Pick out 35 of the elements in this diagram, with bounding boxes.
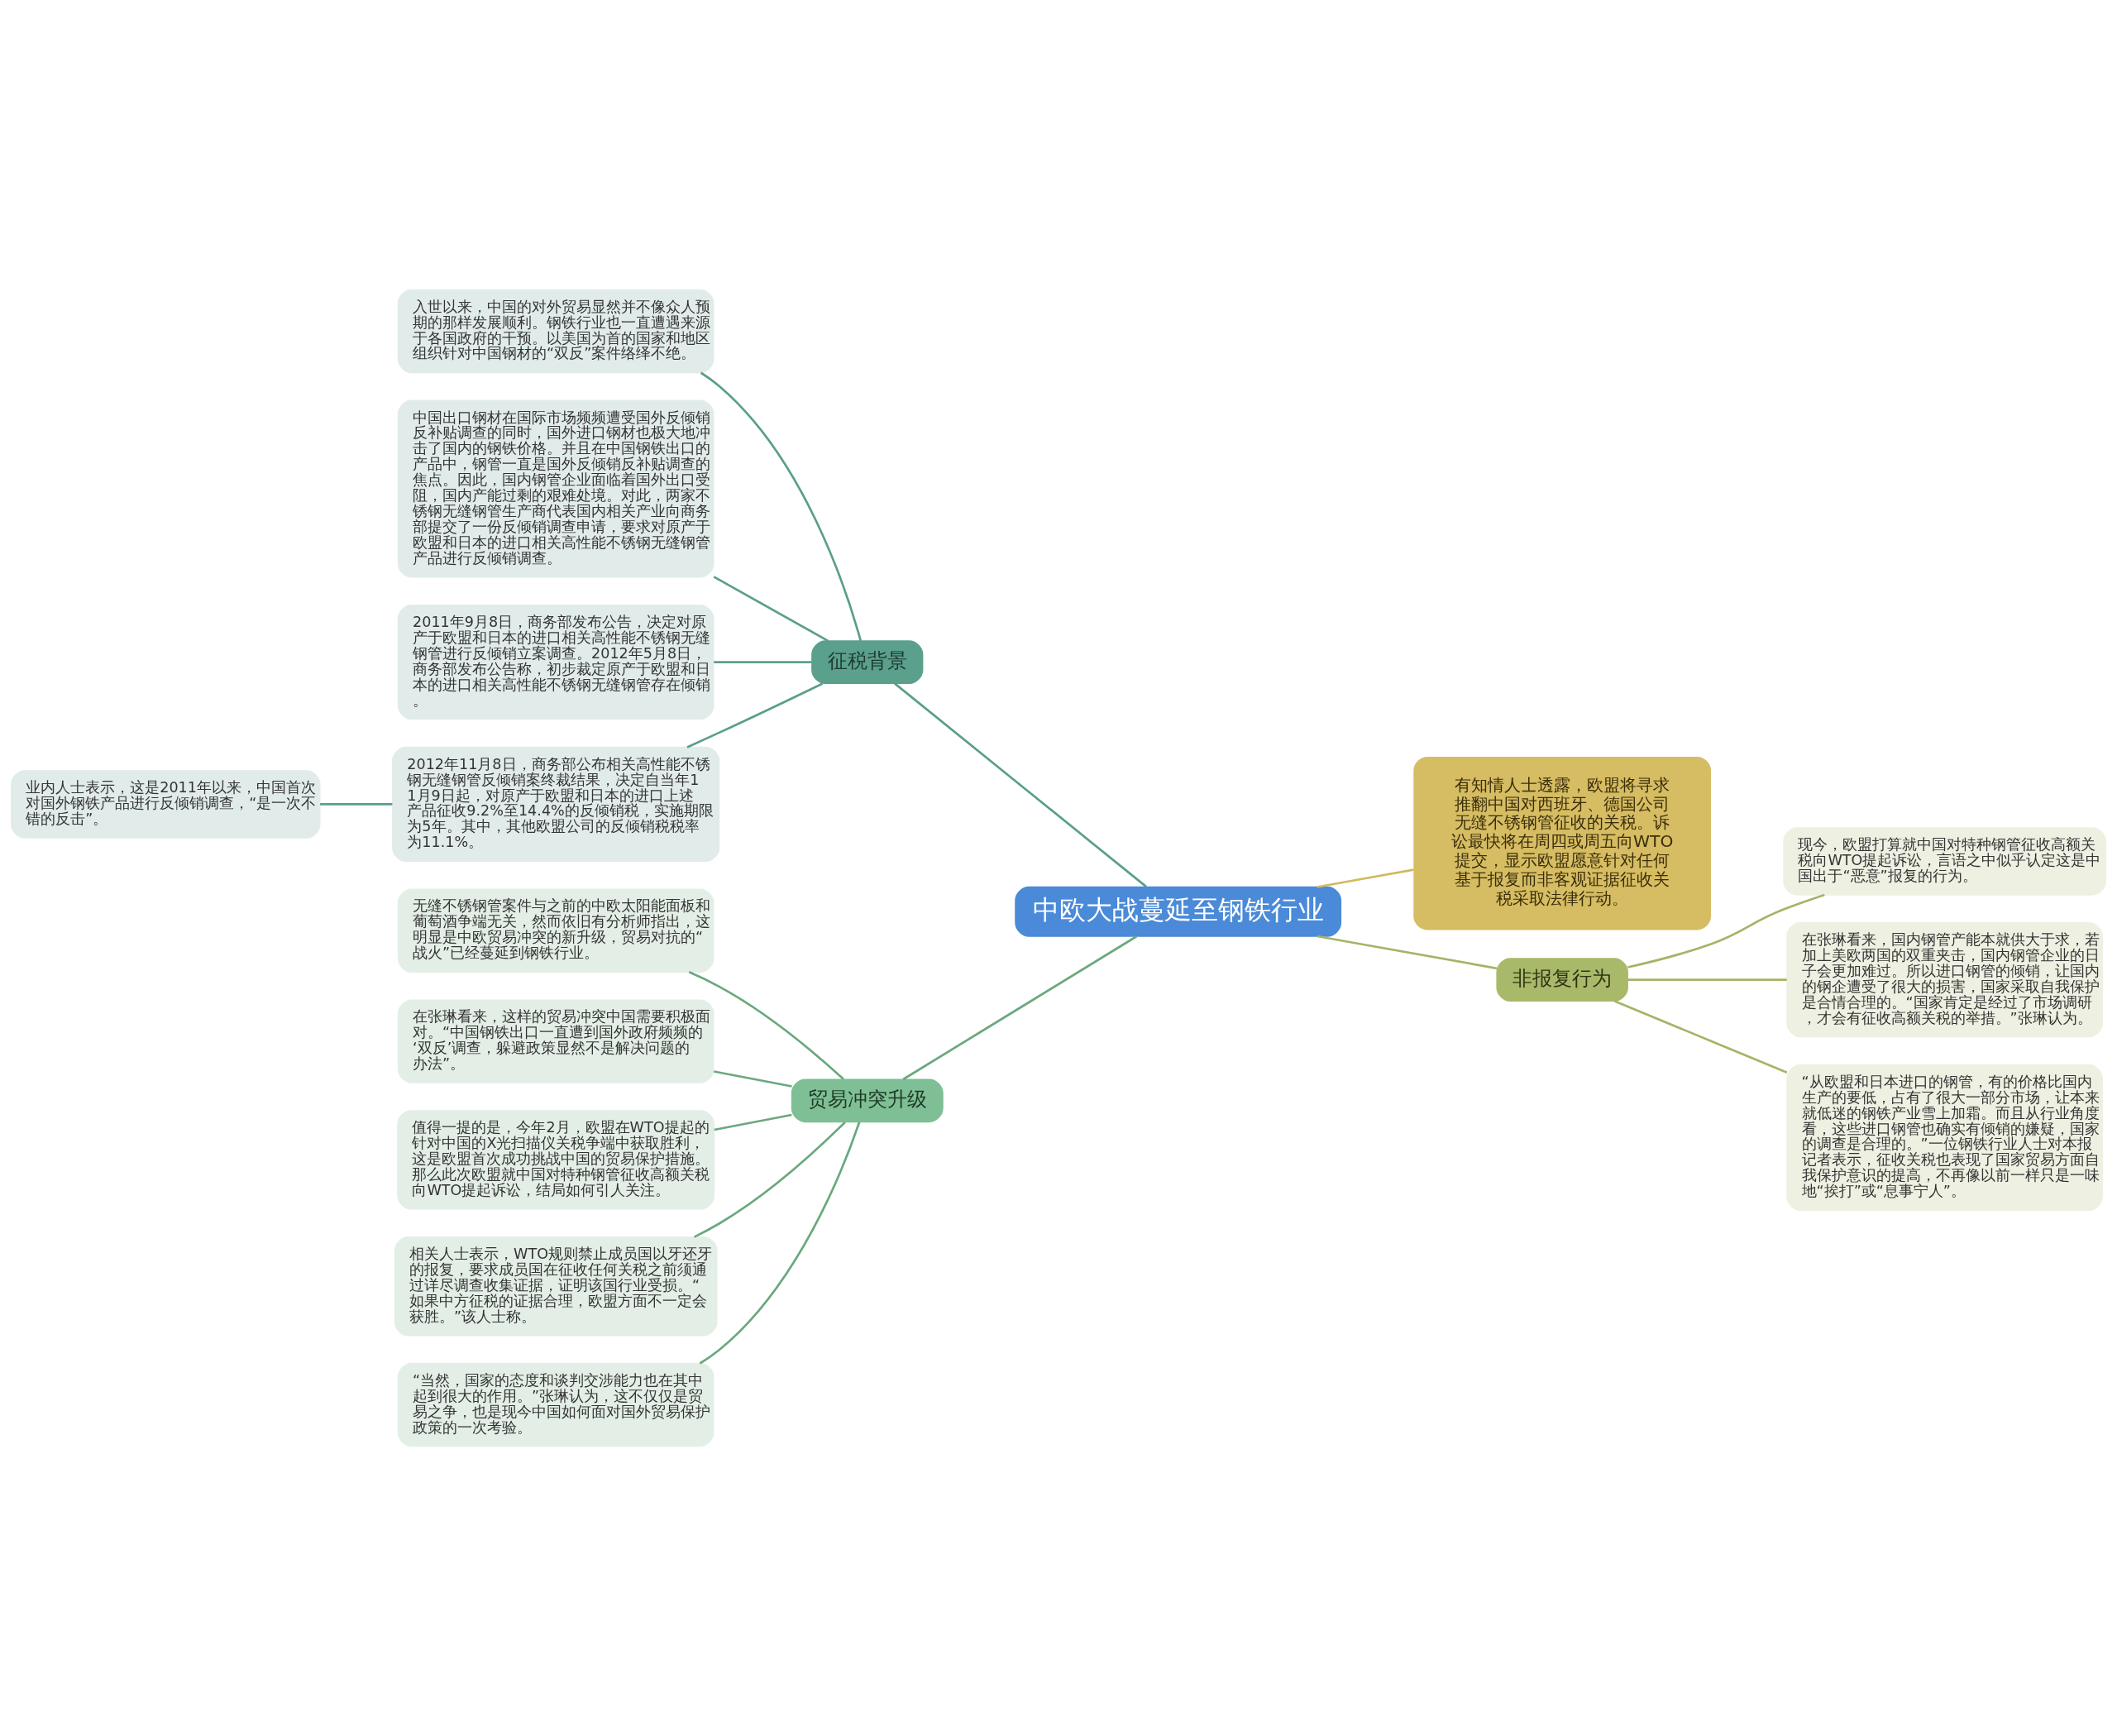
connector <box>1627 893 1825 968</box>
connector <box>894 682 1147 888</box>
connector <box>1614 1000 1788 1074</box>
node-box: 征税背景 <box>811 640 924 685</box>
node-box: 业内人士表示，这是2011年以来，中国首次对国外钢铁产品进行反倾销调查，“是一次不错的反击”。 <box>11 770 321 839</box>
connector <box>320 803 393 806</box>
connector <box>902 935 1138 1081</box>
node-box: “从欧盟和日本进口的钢管，有的价格比国内生产的要低，占有了很大一部分市场，让本来就低迷的钢铁产业雪上加霜。而且从行业角度看，这些进口钢管也确实有倾销的嫌疑，国家的调查是合理的。”一位钢铁行业人士对本报记者表示，征收关税也表现了国家贸易方面自我保护意识的提高，不再像以前一样只是一味地“挨打”或“息事宁人”。 <box>1786 1064 2103 1211</box>
node-box: 在张琳看来，这样的贸易冲突中国需要积极面对。“中国钢铁出口一直遭到国外政府频频的‘双反’调查，躲避政策显然不是解决问题的办法”。 <box>397 999 714 1083</box>
connector <box>1317 935 1498 970</box>
connector <box>686 682 824 748</box>
node-box: 有知情人士透露，欧盟将寻求推翻中国对西班牙、德国公司无缝不锈钢管征收的关税。诉讼最快将在周四或周五向WTO提交，显示欧盟愿意针对任何基于报复而非客观证据征收关税采取法律行动。 <box>1413 756 1711 930</box>
node-box: 贸易冲突升级 <box>791 1078 944 1123</box>
connector <box>713 576 829 642</box>
node-box: 入世以来，中国的对外贸易显然并不像众人预期的那样发展顺利。钢铁行业也一直遭遇来源于各国政府的干预。以美国为首的国家和地区组织针对中国钢材的“双反”案件络绎不绝。 <box>397 289 714 374</box>
connector <box>688 971 844 1080</box>
connector <box>713 1070 792 1088</box>
node-box: “当然，国家的态度和谈判交涉能力也在其中起到很大的作用。”张琳认为，这不仅仅是贸易之争，也是现今中国如何面对国外贸易保护政策的一次考验。 <box>397 1362 714 1447</box>
node-box: 值得一提的是，今年2月，欧盟在WTO提起的针对中国的X光扫描仪关税争端中获取胜利，这是欧盟首次成功挑战中国的贸易保护措施。那么此次欧盟就中国对特种钢管征收高额关税向WTO提起诉讼，结局如何引人关注。 <box>397 1110 715 1210</box>
connector <box>714 1113 792 1131</box>
connector <box>714 661 812 664</box>
node-box: 相关人士表示，WTO规则禁止成员国以牙还牙的报复，要求成员国在征收任何关税之前须通过详尽调查收集证据，证明该国行业受损。“如果中方征税的证据合理，欧盟方面不一定会获胜。”该人士称。 <box>394 1236 718 1337</box>
node-box: 无缝不锈钢管案件与之前的中欧太阳能面板和葡萄酒争端无关，然而依旧有分析师指出，这明显是中欧贸易冲突的新升级，贸易对抗的“战火”已经蔓延到钢铁行业。 <box>397 888 714 973</box>
node-box: 在张琳看来，国内钢管产能本就供大于求，若加上美欧两国的双重夹击，国内钢管企业的日子会更加难过。所以进口钢管的倾销，让国内的钢企遭受了很大的损害，国家采取自我保护是合情合理的。“国家肯定是经过了市场调研，才会有征收高额关税的举措。”张琳认为。 <box>1786 922 2103 1038</box>
node-box: 2011年9月8日，商务部发布公告，决定对原产于欧盟和日本的进口相关高性能不锈钢无缝钢管进行反倾销立案调查。2012年5月8日，商务部发布公告称，初步裁定原产于欧盟和日本的进口相关高性能不锈钢无缝钢管存在倾销。 <box>397 605 714 720</box>
connector <box>1317 868 1414 888</box>
connector <box>1627 978 1787 982</box>
node-box: 中欧大战蔓延至钢铁行业 <box>1015 886 1342 937</box>
node-box: 非报复行为 <box>1496 958 1628 1002</box>
node-box: 2012年11月8日，商务部公布相关高性能不锈钢无缝钢管反倾销案终裁结果，决定自当年11月9日起，对原产于欧盟和日本的进口上述产品征收9.2%至14.4%的反倾销税，实施期限为5年。其中，其他欧盟公司的反倾销税税率为11.1%。 <box>392 746 720 863</box>
connector <box>694 1121 846 1238</box>
node-box: 中国出口钢材在国际市场频频遭受国外反倾销反补贴调查的同时，国外进口钢材也极大地冲击了国内的钢铁价格。并且在中国钢铁出口的产品中，钢管一直是国外反倾销反补贴调查的焦点。因此，国内钢管企业面临着国外出口受阻，国内产能过剩的艰难处境。对此，两家不锈钢无缝钢管生产商代表国内相关产业向商务部提交了一份反倾销调查申请，要求对原产于欧盟和日本的进口相关高性能不锈钢无缝钢管产品进行反倾销调查。 <box>397 399 714 578</box>
node-box: 现今，欧盟打算就中国对特种钢管征收高额关税向WTO提起诉讼，言语之中似乎认定这是中国出于“恶意”报复的行为。 <box>1783 827 2106 896</box>
connector <box>699 1121 861 1365</box>
connector <box>700 371 863 642</box>
